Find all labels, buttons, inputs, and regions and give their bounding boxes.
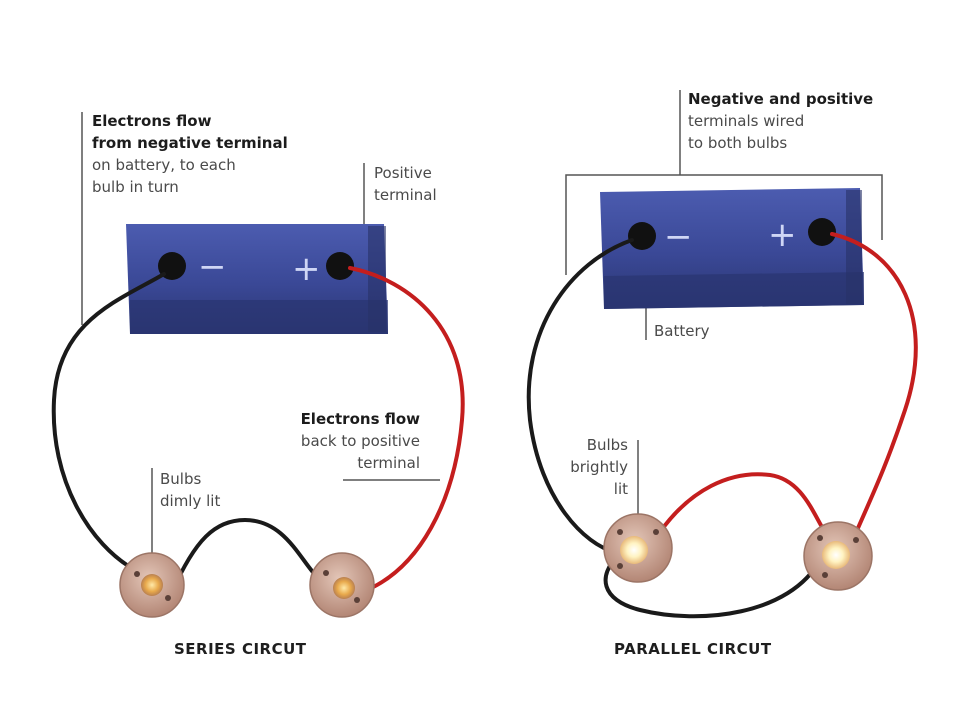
parallel-annotation-bulbs-line2: brightly xyxy=(570,458,628,476)
series-annotation-electrons-out-line1: Electrons flow xyxy=(92,112,212,130)
series-wire-between-bulbs xyxy=(170,517,320,594)
parallel-bulb-right xyxy=(803,521,873,591)
parallel-annotation-bulbs-line1: Bulbs xyxy=(586,436,628,454)
parallel-annotation-terminals-line2: terminals wired xyxy=(688,112,805,130)
series-annotation-positive-terminal: Positive terminal xyxy=(374,162,437,206)
series-annotation-electrons-out: Electrons flow from negative terminal on… xyxy=(92,110,288,198)
series-wire-negative xyxy=(51,272,166,572)
series-positive-terminal xyxy=(326,252,354,280)
parallel-annotation-terminals-line1: Negative and positive xyxy=(688,90,874,108)
parallel-wire-negative xyxy=(526,238,822,619)
parallel-circuit: − + xyxy=(526,90,918,619)
series-annotation-bulbs-line2: dimly lit xyxy=(160,492,221,510)
series-annotation-electrons-back-line3: terminal xyxy=(357,454,420,472)
parallel-annotation-terminals: Negative and positive terminals wired to… xyxy=(688,88,873,154)
series-annotation-electrons-out-line4: bulb in turn xyxy=(92,178,179,196)
series-wire-positive xyxy=(348,266,465,594)
series-annotation-positive-terminal-line2: terminal xyxy=(374,186,437,204)
series-bulb-right xyxy=(309,552,375,618)
series-battery: − + xyxy=(126,224,388,334)
parallel-caption: PARALLEL CIRCUT xyxy=(614,640,772,658)
series-annotation-electrons-back-line2: back to positive xyxy=(300,432,420,450)
series-annotation-electrons-out-line3: on battery, to each xyxy=(92,156,236,174)
series-annotation-electrons-back: Electrons flow back to positive terminal xyxy=(240,408,420,474)
parallel-positive-terminal xyxy=(808,218,836,246)
parallel-negative-terminal xyxy=(628,222,656,250)
series-annotation-bulbs-line1: Bulbs xyxy=(160,470,202,488)
parallel-callout-bracket xyxy=(565,174,883,275)
parallel-annotation-bulbs-line3: lit xyxy=(613,480,628,498)
series-bulb-left xyxy=(119,552,185,618)
parallel-annotation-bulbs: Bulbs brightly lit xyxy=(530,434,628,500)
series-minus-symbol: − xyxy=(198,247,227,287)
series-annotation-bulbs: Bulbs dimly lit xyxy=(160,468,220,512)
parallel-battery: − + xyxy=(600,188,864,309)
series-annotation-positive-terminal-line1: Positive xyxy=(374,164,432,182)
series-annotation-electrons-out-line2: from negative terminal xyxy=(92,134,288,152)
series-annotation-electrons-back-line1: Electrons flow xyxy=(300,410,420,428)
parallel-annotation-battery: Battery xyxy=(654,322,710,340)
parallel-plus-symbol: + xyxy=(768,215,797,255)
series-circuit: − + xyxy=(51,112,465,618)
parallel-minus-symbol: − xyxy=(664,217,693,257)
series-caption: SERIES CIRCUT xyxy=(174,640,307,658)
parallel-bulb-left xyxy=(603,513,673,583)
parallel-wire-positive xyxy=(658,232,918,542)
parallel-annotation-terminals-line3: to both bulbs xyxy=(688,134,788,152)
series-plus-symbol: + xyxy=(292,249,321,289)
